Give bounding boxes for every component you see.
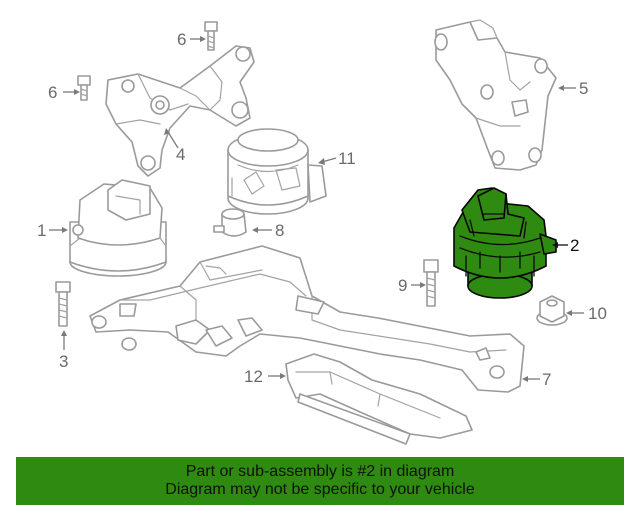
callout-4: 4 [164, 128, 185, 164]
part-12-plate[interactable] [285, 353, 473, 445]
part-6-bolt-upper[interactable] [204, 21, 218, 51]
part-11-rubber-mount[interactable] [227, 128, 327, 215]
callout-8: 8 [252, 221, 284, 240]
callout-3-label: 3 [59, 352, 68, 371]
callout-8-label: 8 [275, 221, 284, 240]
callout-5-label: 5 [579, 79, 588, 98]
part-3-bolt[interactable] [55, 281, 71, 327]
callout-7: 7 [522, 370, 551, 389]
callout-6-upper-label: 6 [177, 30, 186, 49]
part-9-bolt[interactable] [423, 259, 439, 307]
callout-6-lower-label: 6 [48, 83, 57, 102]
callout-10: 10 [566, 304, 607, 323]
part-7-crossmember[interactable] [89, 245, 525, 393]
callout-6-upper: 6 [177, 30, 206, 49]
callout-12: 12 [244, 367, 286, 386]
part-6-bolt-lower[interactable] [77, 75, 91, 101]
callout-11-label: 11 [338, 149, 356, 168]
callout-9: 9 [398, 276, 426, 295]
callout-1-label: 1 [37, 221, 46, 240]
callout-9-label: 9 [398, 276, 407, 295]
callout-4-label: 4 [176, 145, 185, 164]
callout-12-label: 12 [244, 367, 263, 386]
callout-2-label: 2 [570, 236, 579, 255]
callout-5: 5 [558, 79, 588, 98]
part-1-engine-mount[interactable] [69, 179, 167, 277]
callout-7-label: 7 [542, 370, 551, 389]
part-4-mount-arm[interactable] [105, 45, 255, 177]
parts-diagram: 6 6 4 5 11 1 8 2 9 1 [37, 19, 607, 445]
callout-3: 3 [59, 330, 68, 371]
callout-1: 1 [37, 221, 68, 240]
part-8-rubber-stud[interactable] [213, 208, 247, 237]
callout-2: 2 [552, 236, 579, 255]
part-5-bracket[interactable] [434, 19, 557, 171]
callout-6-lower: 6 [48, 83, 80, 102]
callout-10-label: 10 [588, 304, 607, 323]
part-10-nut[interactable] [536, 295, 568, 326]
info-banner: Part or sub-assembly is #2 in diagram Di… [16, 457, 624, 505]
part-2-engine-mount-highlighted[interactable] [453, 187, 557, 299]
banner-line-1: Part or sub-assembly is #2 in diagram [185, 463, 455, 480]
banner-line-2: Diagram may not be specific to your vehi… [165, 481, 475, 498]
callout-11: 11 [318, 149, 356, 168]
